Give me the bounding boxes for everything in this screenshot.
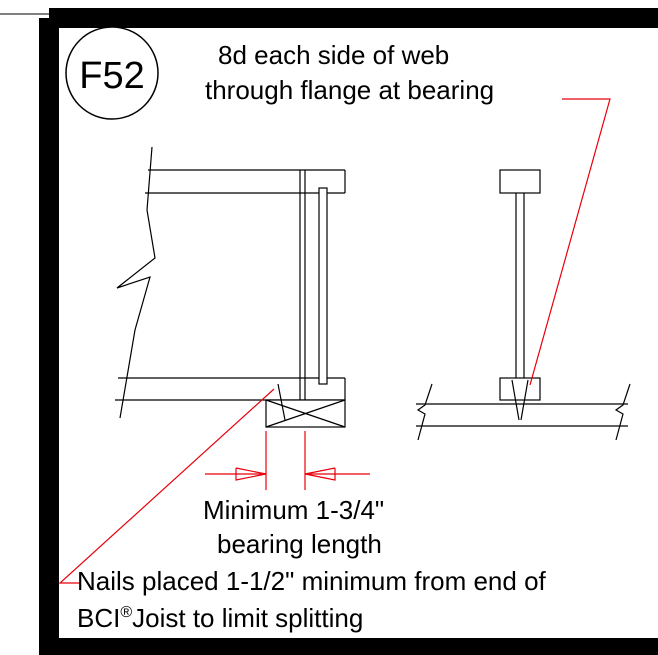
nail-note-line-1: 8d each side of web [218,40,449,70]
bearing-dimension [205,431,370,490]
nail-note-leader [529,98,611,386]
splitting-note-line-1: Nails placed 1-1/2" minimum from end of [77,566,547,596]
joist-section [416,169,631,441]
bearing-note-line-2: bearing length [217,529,382,559]
bearing-note-line-1: Minimum 1-3/4" [203,495,384,525]
nail-note-line-2: through flange at bearing [205,75,494,105]
detail-tag-circle [65,26,159,120]
bci-brand: BCI [77,603,120,633]
splitting-note-leader [58,388,275,584]
joist-break-line [116,146,156,419]
registered-mark: ® [120,604,132,621]
detail-frame [39,8,658,655]
splitting-note-line-2: BCI®Joist to limit splitting [77,603,363,633]
splitting-note-suffix: Joist to limit splitting [132,603,363,633]
joist-elevation [115,146,346,428]
detail-tag: F52 [79,55,144,97]
